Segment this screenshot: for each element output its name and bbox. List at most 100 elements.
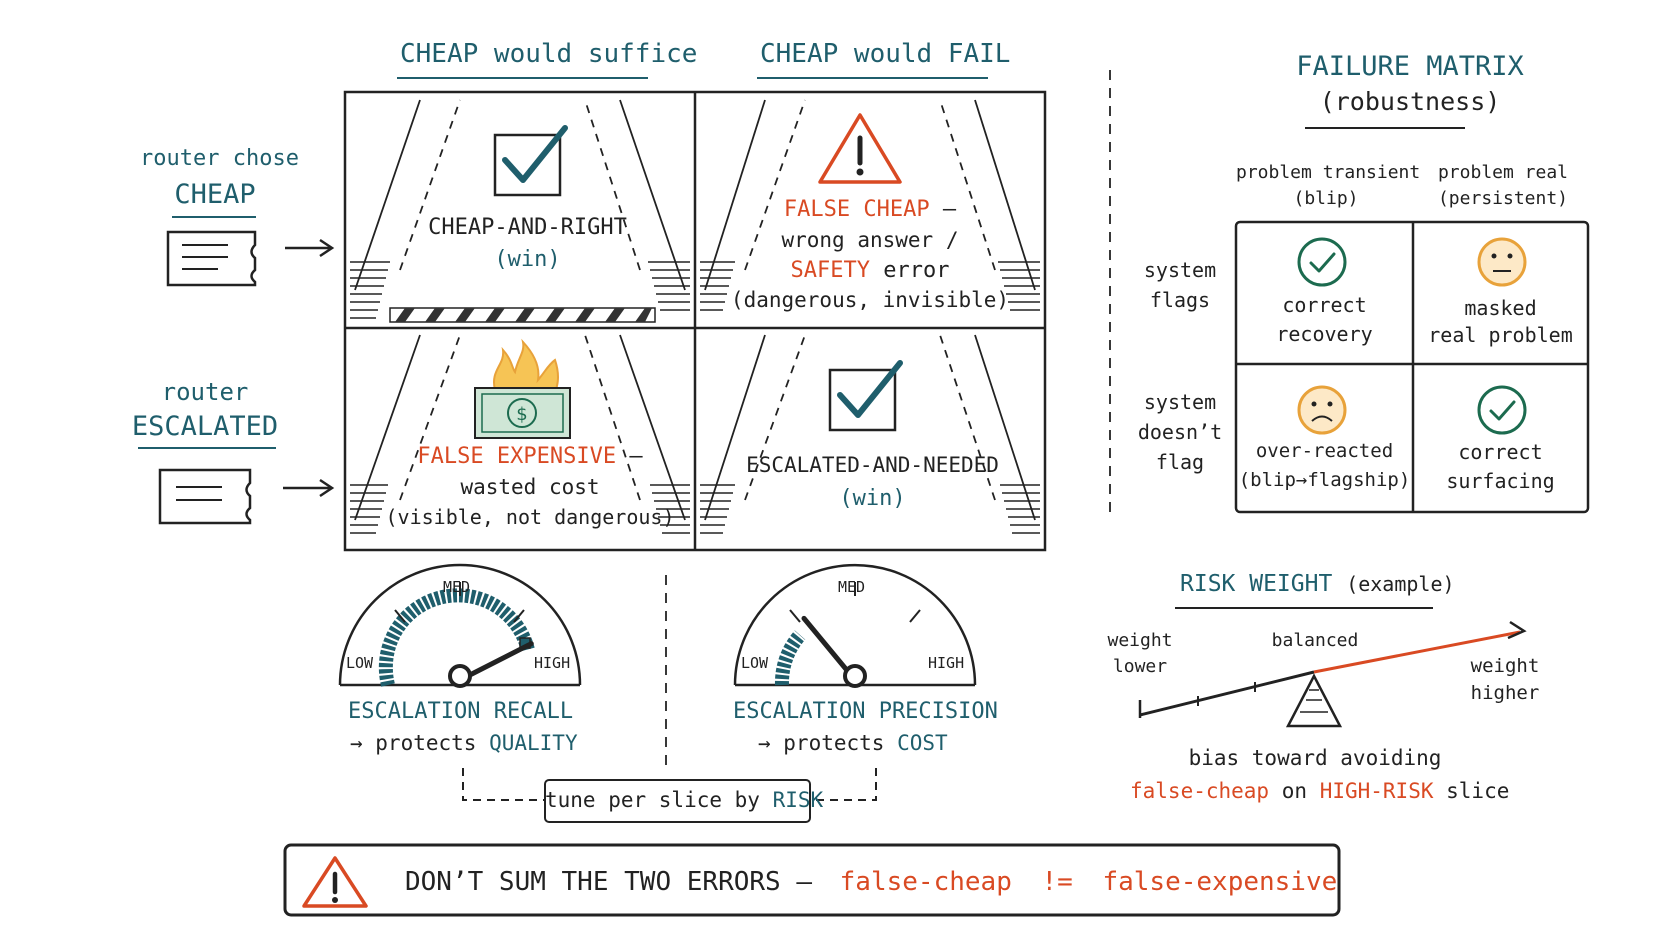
- row-label-escalated-line1: router: [161, 378, 249, 406]
- false-cheap-dash: —: [942, 197, 957, 222]
- banner-text-line: DON’T SUM THE TWO ERRORS — false-cheap !…: [405, 866, 1337, 899]
- cell-false-cheap-line3: SAFETY error: [700, 257, 1040, 285]
- recall-low-label: LOW: [346, 654, 374, 672]
- gauge-needle-2: [801, 615, 867, 688]
- risk-title: RISK WEIGHT: [1180, 571, 1333, 597]
- risk-example: (example): [1346, 572, 1455, 596]
- fm-c12-line1: masked: [1464, 296, 1537, 320]
- check-circle-icon: [1297, 237, 1347, 287]
- sad-face-icon: [1297, 385, 1347, 435]
- false-expensive-title: FALSE EXPENSIVE: [417, 444, 617, 469]
- fm-c11-line2: recovery: [1276, 322, 1373, 346]
- banner-warning-icon: [302, 856, 368, 908]
- risk-on: on: [1281, 779, 1308, 803]
- risk-slice: slice: [1446, 779, 1510, 803]
- cell-false-cheap-line4: (dangerous, invisible): [730, 288, 1010, 312]
- checkbox-check-icon: [493, 125, 568, 197]
- error-label: error: [883, 258, 950, 283]
- row-arrows: [283, 238, 335, 498]
- ticket-icon-escalated: [158, 468, 252, 525]
- banner-box: [283, 843, 1341, 917]
- safety-label: SAFETY: [790, 258, 870, 283]
- cell-false-cheap-line1: FALSE CHEAP —: [700, 196, 1040, 224]
- risk-title-line: RISK WEIGHT (example): [1180, 570, 1455, 599]
- fm-c12-line2: real problem: [1428, 323, 1573, 347]
- recall-med-label: MED: [443, 578, 471, 596]
- tune-risk: RISK: [772, 788, 824, 812]
- svg-text:$: $: [516, 404, 527, 425]
- recall-protects: → protects QUALITY: [350, 730, 578, 756]
- cell-false-cheap-line2: wrong answer /: [781, 228, 959, 252]
- precision-title: ESCALATION PRECISION: [733, 699, 998, 724]
- fm-row2-line2: doesn’t: [1137, 420, 1223, 444]
- recall-high-label: HIGH: [534, 654, 571, 672]
- fm-row2-line1: system: [1143, 390, 1217, 414]
- cell-cheap-right-title: CHEAP-AND-RIGHT: [428, 215, 627, 240]
- recall-protects-text: → protects: [350, 731, 477, 755]
- tune-text: tune per slice by: [545, 788, 760, 812]
- banner-false-expensive: false-expensive: [1102, 867, 1338, 897]
- tune-box: [544, 779, 811, 823]
- fm-row1-line1: system: [1143, 258, 1217, 282]
- banner-neq: !=: [1041, 867, 1073, 897]
- warning-triangle-icon: [818, 113, 902, 184]
- cell-false-expensive-line3: (visible, not dangerous): [385, 505, 675, 529]
- precision-protects-text: → protects: [758, 731, 885, 755]
- precision-high-label: HIGH: [928, 654, 965, 672]
- fm-c21-line1: over-reacted: [1255, 440, 1394, 462]
- precision-med-label: MED: [838, 578, 866, 596]
- fm-col2-line2: (persistent): [1437, 188, 1569, 209]
- hatch-steps: [350, 261, 1040, 534]
- risk-balanced: balanced: [1271, 630, 1359, 651]
- cell-cheap-right-sub: (win): [494, 247, 561, 272]
- fm-title: FAILURE MATRIX: [1296, 51, 1524, 82]
- precision-protects: → protects COST: [758, 730, 948, 756]
- risk-lower-line1: weight: [1107, 630, 1173, 651]
- col-header-cheap-fail: CHEAP would FAIL: [760, 39, 1011, 69]
- fm-col1-line1: problem transient: [1236, 162, 1421, 183]
- neutral-face-icon: [1477, 237, 1527, 287]
- risk-bias-line1: bias toward avoiding: [1188, 746, 1442, 770]
- risk-high-risk: HIGH-RISK: [1319, 779, 1434, 803]
- fm-row2-line3: flag: [1155, 450, 1205, 474]
- recall-target: QUALITY: [489, 731, 578, 755]
- check-circle-icon-2: [1477, 385, 1527, 435]
- fm-col2-line1: problem real: [1437, 162, 1569, 183]
- tune-connector: [462, 768, 877, 801]
- risk-lower-line2: lower: [1112, 656, 1168, 677]
- tune-label: tune per slice by RISK: [545, 787, 823, 813]
- row-label-cheap-line1: router chose: [140, 146, 299, 171]
- striped-bar: [389, 307, 656, 323]
- fm-c11-line1: correct: [1282, 293, 1367, 317]
- fm-c22-line1: correct: [1458, 440, 1543, 464]
- fm-subtitle: (robustness): [1319, 87, 1501, 116]
- fm-c22-line2: surfacing: [1446, 469, 1555, 493]
- risk-seesaw: [1138, 620, 1527, 728]
- perspective-lines: [354, 99, 1036, 521]
- row-label-cheap-line2: CHEAP: [174, 179, 256, 210]
- banner-false-cheap: false-cheap: [839, 867, 1012, 897]
- burning-money-icon: $: [474, 338, 571, 439]
- risk-higher-line1: weight: [1470, 655, 1540, 677]
- false-expensive-dash: —: [629, 444, 643, 469]
- fm-row1-line2: flags: [1149, 288, 1211, 312]
- cell-escalated-needed-sub: (win): [839, 486, 906, 511]
- checkbox-check-icon-2: [828, 360, 903, 432]
- gauge-needle: [448, 641, 534, 688]
- risk-false-cheap: false-cheap: [1130, 779, 1270, 803]
- col-header-cheap-suffice: CHEAP would suffice: [400, 39, 698, 69]
- fm-c21-line2: (blip→flagship): [1238, 469, 1411, 491]
- false-cheap-title: FALSE CHEAP: [783, 197, 930, 222]
- ticket-icon-cheap: [166, 230, 257, 287]
- banner-text: DON’T SUM THE TWO ERRORS —: [405, 867, 812, 897]
- fm-col1-line2: (blip): [1293, 188, 1359, 209]
- recall-title: ESCALATION RECALL: [348, 699, 574, 724]
- precision-low-label: LOW: [741, 654, 769, 672]
- precision-target: COST: [897, 731, 948, 755]
- row-label-escalated-line2: ESCALATED: [131, 411, 279, 442]
- risk-higher-line2: higher: [1470, 682, 1540, 704]
- cell-escalated-needed-title: ESCALATED-AND-NEEDED: [746, 453, 999, 477]
- failure-matrix-grid: [1234, 220, 1590, 514]
- risk-bias-line2: false-cheap on HIGH-RISK slice: [1130, 778, 1509, 804]
